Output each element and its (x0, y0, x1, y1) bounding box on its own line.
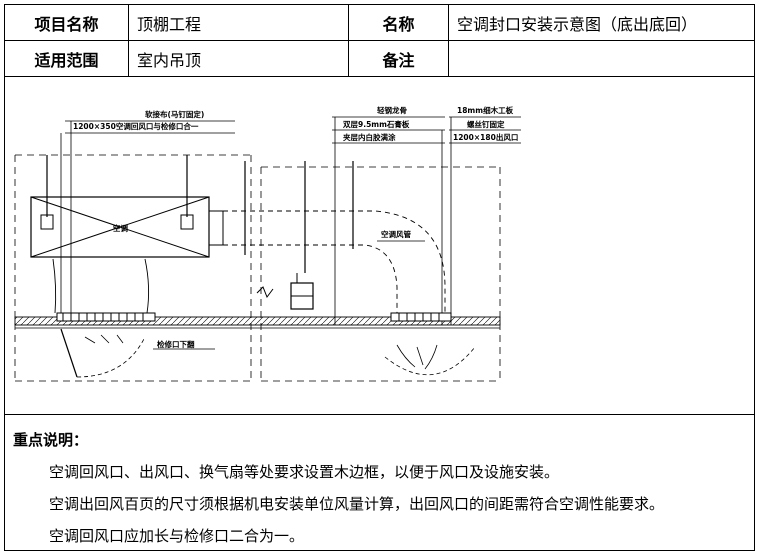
note-item-3: 空调回风口应加长与检修口二合为一。 (49, 527, 305, 545)
callout-screw: 螺丝钉固定 (467, 119, 505, 129)
scope-value: 室内吊顶 (129, 41, 349, 76)
header-row-1: 项目名称 顶棚工程 名称 空调封口安装示意图（底出底回） (5, 5, 754, 41)
ac-unit-label: 空调 (113, 223, 128, 233)
scope-label: 适用范围 (5, 41, 129, 76)
spec-sheet: 项目名称 顶棚工程 名称 空调封口安装示意图（底出底回） 适用范围 室内吊顶 备… (4, 4, 755, 551)
airflow-arrows (384, 344, 476, 376)
flexible-connector (52, 258, 150, 314)
callout-soft-connector: 软接布(马钉固定) (145, 109, 204, 119)
remark-label: 备注 (349, 41, 449, 76)
installation-diagram-svg: 软接布(马钉固定) 1200×350空调回风口与检修口合一 轻钢龙骨 双层9.5… (14, 105, 521, 382)
callout-leaders (60, 116, 521, 325)
notes-title: 重点说明： (13, 431, 89, 449)
supply-duct (223, 210, 446, 317)
callout-plywood: 18mm细木工板 (457, 105, 514, 115)
return-grille (56, 312, 156, 322)
callout-glue: 夹层内白胶满涂 (343, 132, 396, 142)
access-panel (60, 328, 146, 378)
break-symbol (256, 286, 274, 299)
name-value: 空调封口安装示意图（底出底回） (457, 14, 698, 34)
hanger-rods (46, 155, 354, 273)
callout-return-grille: 1200×350空调回风口与检修口合一 (73, 121, 199, 131)
installation-drawing: 软接布(马钉固定) 1200×350空调回风口与检修口合一 轻钢龙骨 双层9.5… (5, 77, 754, 415)
callout-gypsum-board: 双层9.5mm石膏板 (343, 119, 410, 129)
project-name-label: 项目名称 (5, 5, 129, 40)
project-name-value: 顶棚工程 (129, 5, 349, 40)
remark-value (449, 41, 754, 76)
keel-section (290, 273, 314, 310)
dashed-frame (14, 154, 501, 382)
note-item-1: 空调回风口、出风口、换气扇等处要求设置木边框，以便于风口及设施安装。 (49, 463, 560, 481)
access-label: 检修口下翻 (157, 339, 195, 349)
ceiling-board (14, 316, 501, 329)
supply-grille (390, 312, 452, 322)
callout-supply-outlet: 1200×180出风口 (453, 132, 518, 142)
callout-keel: 轻钢龙骨 (377, 105, 407, 115)
name-label: 名称 (349, 5, 449, 40)
note-item-2: 空调出回风百页的尺寸须根据机电安装单位风量计算，出回风口的间距需符合空调性能要求… (49, 495, 665, 513)
duct-label: 空调风管 (381, 229, 411, 239)
header-row-2: 适用范围 室内吊顶 备注 (5, 41, 754, 77)
